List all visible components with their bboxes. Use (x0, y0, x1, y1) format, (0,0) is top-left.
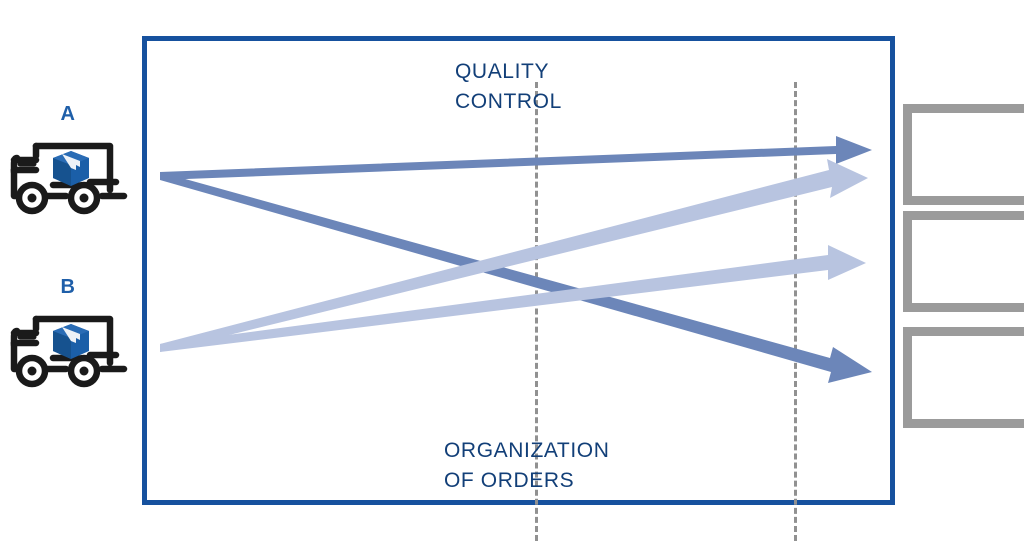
source-node-b[interactable]: B (0, 277, 140, 393)
source-node-a[interactable]: A (0, 104, 140, 220)
source-label-a: A (60, 103, 76, 125)
package-icon (53, 324, 89, 359)
destination-box-1[interactable] (903, 104, 1024, 205)
zone-divider-2 (794, 82, 797, 541)
zone-label-organization-of-orders: ORGANIZATION OF ORDERS (444, 439, 610, 493)
zone-label-quality-control: QUALITY CONTROL (455, 60, 562, 114)
source-label-b: B (60, 276, 76, 298)
destination-box-2[interactable] (903, 211, 1024, 312)
delivery-truck-icon (10, 142, 128, 215)
package-icon (53, 151, 89, 186)
destination-box-3[interactable] (903, 327, 1024, 428)
delivery-truck-icon (10, 315, 128, 388)
